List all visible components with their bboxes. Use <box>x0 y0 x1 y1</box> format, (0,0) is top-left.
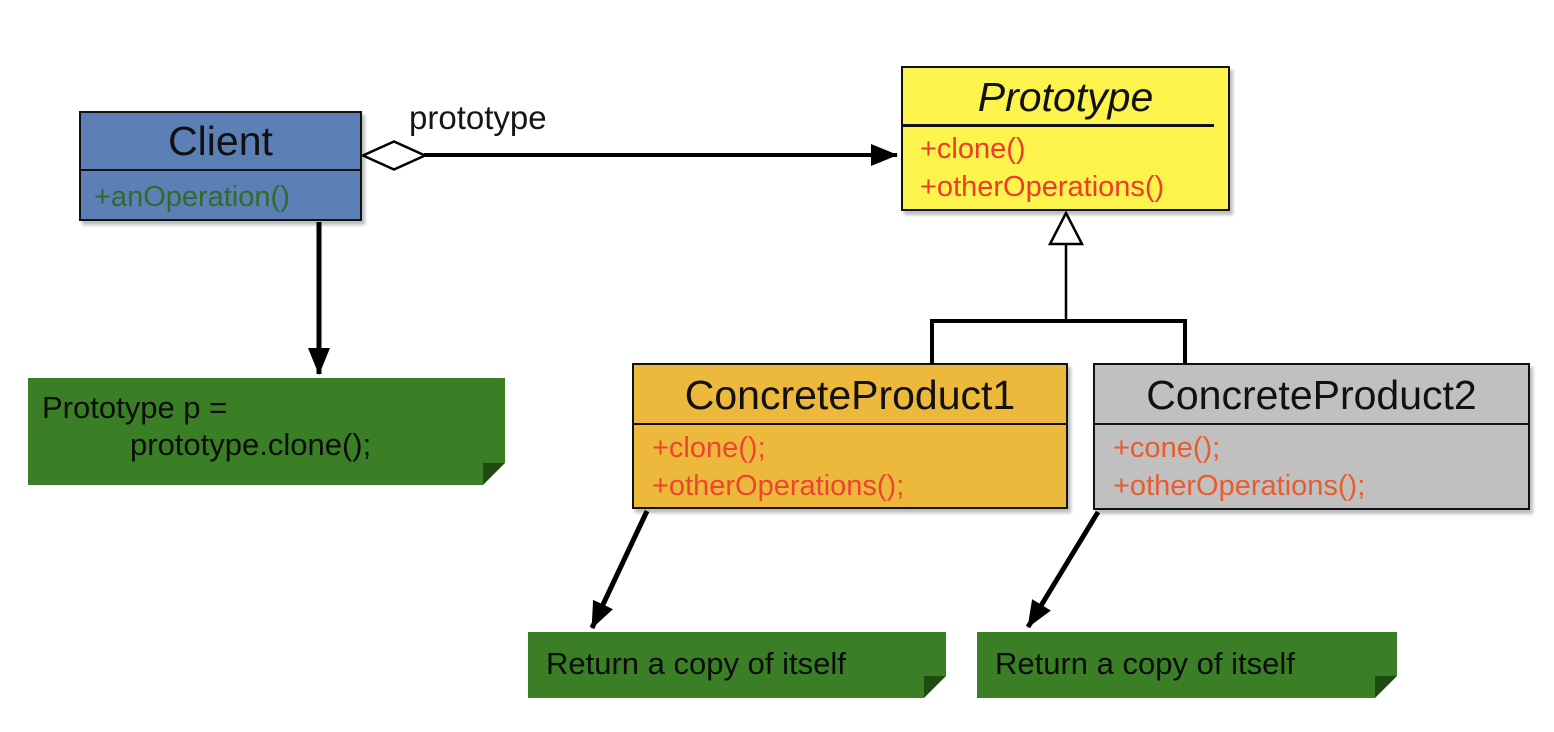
folded-corner-icon <box>483 463 505 485</box>
cp1-method-1: +clone(); <box>652 432 766 464</box>
aggregation-diamond-icon <box>359 140 429 171</box>
class-box-prototype: Prototype +clone() +otherOperations() <box>901 66 1230 211</box>
class-box-concrete-product2: ConcreteProduct2 +cone(); +otherOperatio… <box>1093 363 1530 510</box>
folded-corner-icon <box>1375 676 1397 698</box>
association-label: prototype <box>409 99 547 136</box>
cp1-methods: +clone(); +otherOperations(); <box>634 429 1066 507</box>
cp2-to-note-arrow <box>1025 510 1101 629</box>
class-name-prototype: Prototype <box>977 74 1154 120</box>
prototype-section-divider <box>903 124 1214 127</box>
note-client-code-line1: Prototype p = <box>42 390 228 425</box>
cp2-method-2: +otherOperations(); <box>1113 470 1366 502</box>
subclass-connector <box>930 319 1187 364</box>
client-methods: +anOperation() <box>81 173 360 219</box>
note-client-code: Prototype p = prototype.clone(); <box>28 378 505 485</box>
note-return-copy-1: Return a copy of itself <box>528 632 946 698</box>
class-box-concrete-product1: ConcreteProduct1 +clone(); +otherOperati… <box>632 363 1068 509</box>
cp1-to-note-arrow <box>589 509 650 630</box>
note-return-copy-2: Return a copy of itself <box>977 632 1397 698</box>
cp1-method-2: +otherOperations(); <box>652 470 905 502</box>
note-return-copy-2-text: Return a copy of itself <box>995 646 1295 681</box>
note-return-copy-1-text: Return a copy of itself <box>546 646 846 681</box>
cp2-methods: +cone(); +otherOperations(); <box>1095 429 1528 508</box>
folded-corner-icon <box>924 676 946 698</box>
prototype-method-1: +clone() <box>920 133 1026 165</box>
class-name-concrete-product1: ConcreteProduct1 <box>684 372 1016 418</box>
client-section-divider <box>81 169 360 171</box>
prototype-methods: +clone() +otherOperations() <box>903 130 1228 209</box>
note-client-code-line2: prototype.clone(); <box>130 427 372 462</box>
cp2-method-1: +cone(); <box>1113 432 1221 464</box>
client-method-1: +anOperation() <box>94 181 290 213</box>
class-box-client: Client +anOperation() <box>79 111 362 221</box>
inheritance-triangle-icon <box>1047 210 1085 246</box>
class-name-concrete-product2: ConcreteProduct2 <box>1146 372 1477 418</box>
class-name-client: Client <box>168 118 273 164</box>
prototype-method-2: +otherOperations() <box>920 171 1165 203</box>
cp1-section-divider <box>634 423 1066 425</box>
cp2-section-divider <box>1095 423 1528 425</box>
